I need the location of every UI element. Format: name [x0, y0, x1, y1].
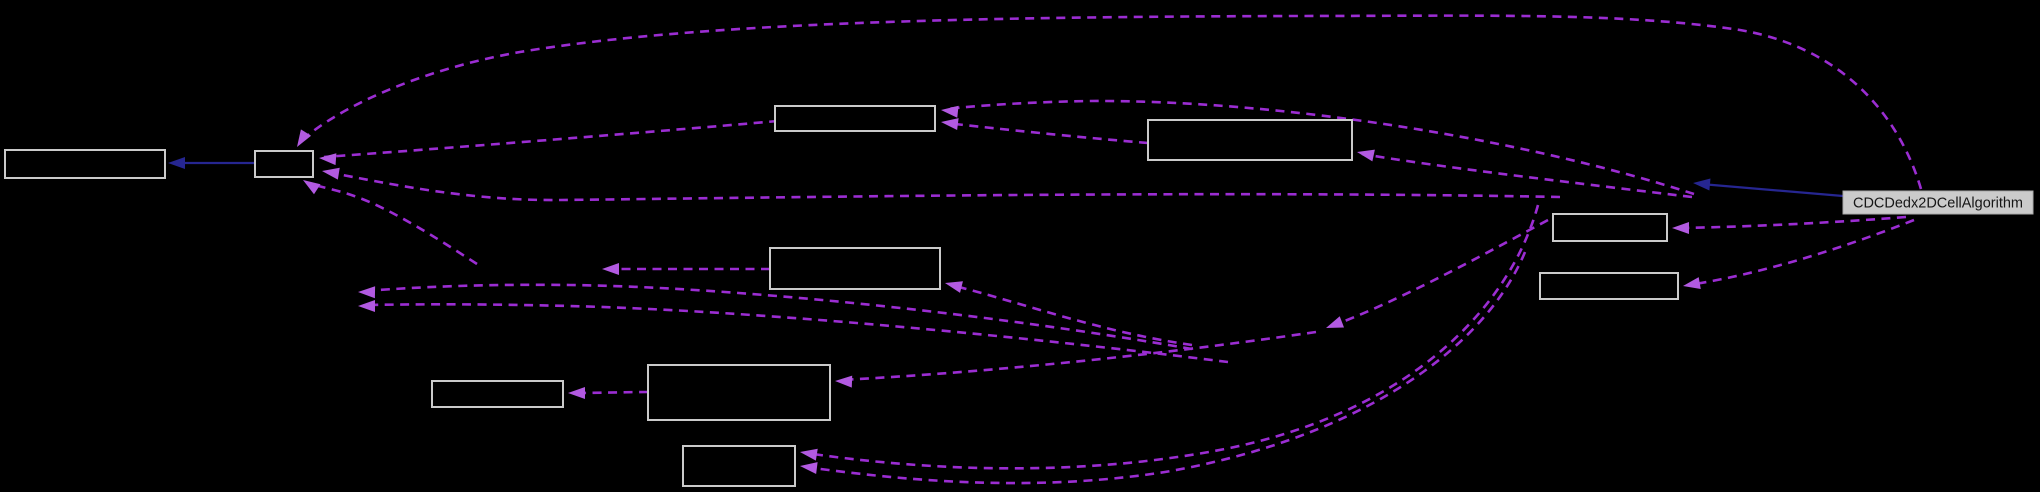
edge-label-to-node9	[1672, 215, 1907, 234]
edge-label-to-node10	[1683, 218, 1915, 289]
edge-sweep-to-node8-upper	[800, 204, 1540, 470]
edge-fan-to-far-left-upper	[358, 283, 1193, 351]
class-node-cdcdedx2dcellalgorithm[interactable]: CDCDedx2DCellAlgorithm	[1842, 190, 2034, 215]
edge-node5-left-arrow	[602, 263, 770, 275]
arrowhead-sweep-to-node8-lower	[800, 462, 818, 475]
edge-long-horizontal-to-node2-right	[322, 167, 1561, 202]
edge-node3-to-node2-right	[319, 119, 779, 166]
arrowhead-node5-left-arrow	[602, 263, 619, 275]
node-label-text: CDCDedx2DCellAlgorithm	[1853, 196, 2023, 212]
edge-into-fan-junction	[1326, 218, 1549, 328]
class-node-7[interactable]	[647, 364, 831, 421]
edge-right-hub-to-node3-upper	[941, 99, 1695, 196]
arrowhead-fan-to-far-left-upper	[358, 286, 376, 299]
arrowhead-sweep-to-node8-upper	[800, 448, 818, 461]
arrowhead-label-to-node9	[1672, 222, 1689, 234]
arrowhead-label-inheritance-arrow	[1693, 178, 1711, 191]
edge-node4-to-node3	[941, 118, 1149, 145]
class-node-8[interactable]	[682, 445, 796, 487]
edge-fan-to-far-left-lower	[358, 300, 1229, 364]
arrowhead-fan-to-far-left-lower	[358, 300, 375, 312]
arrowhead-fan-to-node7	[835, 375, 853, 388]
arrowhead-node2-to-node1-arrow	[168, 157, 185, 169]
edge-curve-to-node2-bottom	[303, 180, 478, 266]
edge-fan-to-node7	[835, 330, 1317, 388]
class-node-5[interactable]	[769, 247, 941, 290]
arrowhead-fan-to-node5-right	[945, 281, 963, 293]
arrowhead-label-to-node10	[1683, 277, 1701, 289]
edge-right-hub-to-node4	[1357, 149, 1693, 199]
arrowhead-right-hub-to-node4	[1357, 149, 1375, 162]
arrowhead-node3-to-node2-right	[319, 153, 337, 166]
arrowhead-node4-to-node3	[941, 118, 959, 131]
arrowhead-right-hub-to-node3-upper	[941, 105, 959, 118]
edge-label-inheritance-arrow	[1693, 178, 1844, 198]
edge-sweep-to-node8-lower	[800, 251, 1527, 485]
class-node-3[interactable]	[774, 105, 936, 132]
edge-label-top-arc-to-node2-top	[297, 14, 1923, 190]
edge-node7-to-node6	[568, 387, 649, 399]
class-node-2[interactable]	[254, 150, 314, 178]
edge-fan-to-node5-right	[945, 281, 1193, 347]
class-node-1[interactable]	[4, 149, 166, 179]
arrowhead-long-horizontal-to-node2-right	[322, 167, 340, 180]
arrowhead-label-top-arc-to-node2-top	[297, 129, 312, 147]
class-node-9[interactable]	[1552, 213, 1668, 242]
class-node-6[interactable]	[431, 380, 564, 408]
arrowhead-node7-to-node6	[568, 387, 585, 399]
arrowhead-curve-to-node2-bottom	[303, 180, 321, 195]
arrowhead-into-fan-junction	[1326, 316, 1345, 328]
class-node-4[interactable]	[1147, 119, 1353, 161]
class-node-10[interactable]	[1539, 272, 1679, 300]
edge-node2-to-node1-arrow	[168, 157, 255, 169]
